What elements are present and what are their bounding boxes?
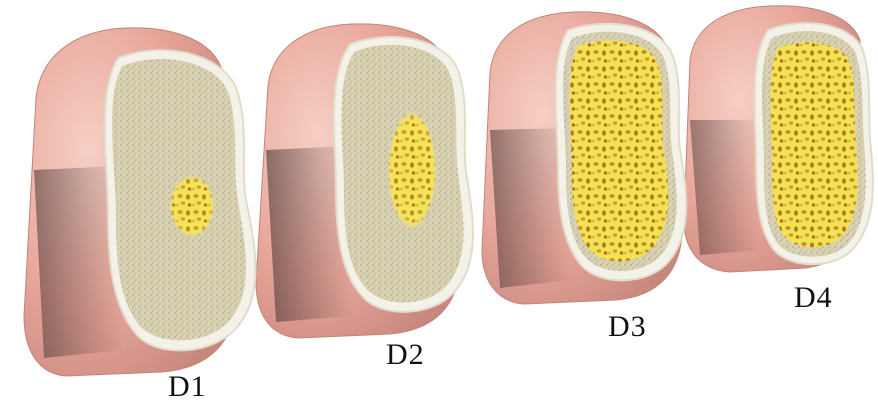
label-d1: D1 — [168, 372, 207, 402]
label-d3: D3 — [608, 312, 647, 342]
specimen-d4 — [684, 6, 873, 272]
cancellous-bone-d4 — [771, 42, 858, 247]
cancellous-fade-d1 — [170, 176, 214, 236]
specimen-d1 — [24, 28, 256, 376]
specimen-d3 — [482, 12, 686, 304]
label-d2: D2 — [386, 340, 425, 370]
label-d4: D4 — [794, 283, 833, 313]
shadow-d4 — [690, 120, 760, 255]
cancellous-fade-d2 — [388, 112, 436, 228]
cancellous-bone-d3 — [570, 40, 668, 261]
specimen-d2 — [256, 24, 473, 338]
